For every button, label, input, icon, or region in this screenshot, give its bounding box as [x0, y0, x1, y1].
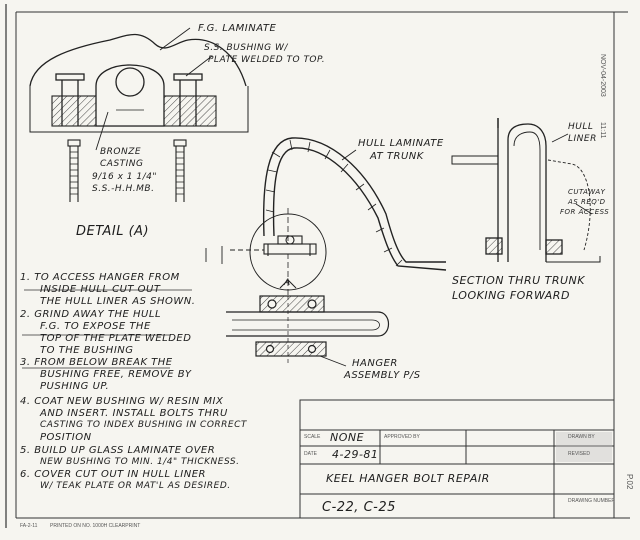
note-line: POSITION [40, 432, 92, 443]
detail-callout-circle [249, 213, 327, 291]
model-numbers: C-22, C-25 [322, 500, 396, 515]
note-line: CASTING TO INDEX BUSHING IN CORRECT [40, 420, 247, 430]
note-line: 3. FROM BELOW BREAK THE [20, 357, 173, 368]
section-label-line2: LOOKING FORWARD [452, 289, 570, 302]
loose-bolts [67, 139, 187, 202]
cutaway-label-line1: CUTAWAY [568, 188, 606, 196]
fax-time: 11:11 [599, 122, 606, 139]
ss-bushing-label-line1: S.S. BUSHING W/ [204, 43, 288, 53]
hull-liner-label-line2: LINER [568, 134, 597, 144]
hanger-label-line1: HANGER [352, 358, 398, 369]
note-line: 2. GRIND AWAY THE HULL [20, 309, 162, 320]
revised-label: REVISED [568, 451, 590, 457]
bolt-spec-line2: S.S.-H.H.MB. [92, 184, 155, 194]
note-line: 5. BUILD UP GLASS LAMINATE OVER [20, 445, 216, 456]
bronze-label: BRONZE [100, 147, 142, 157]
note-line: F.G. TO EXPOSE THE [40, 321, 151, 332]
note-line: 1. TO ACCESS HANGER FROM [20, 272, 180, 283]
note-line: TO THE BUSHING [40, 345, 134, 356]
cutaway-label-line3: FOR ACCESS [560, 208, 610, 216]
approved-label: APPROVED BY [384, 434, 420, 440]
detail-a-drawing [29, 27, 249, 151]
date-value: 4-29-81 [332, 448, 379, 461]
footer-printed: PRINTED ON NO. 1000H CLEARPRINT [50, 523, 141, 529]
hanger-label-line2: ASSEMBLY P/S [344, 370, 421, 381]
drawing-title: KEEL HANGER BOLT REPAIR [326, 472, 490, 485]
hull-liner-label-line1: HULL [568, 122, 594, 132]
title-block-frame [299, 399, 615, 519]
bolt-spec-line1: 9/16 x 1 1/4" [92, 172, 157, 182]
note-line: INSIDE HULL CUT OUT [40, 284, 161, 295]
a-marker: A [284, 278, 291, 288]
note-line: W/ TEAK PLATE OR MAT'L AS DESIRED. [40, 481, 231, 491]
note-line: TOP OF THE PLATE WELDED [40, 333, 192, 344]
note-line: THE HULL LINER AS SHOWN. [40, 296, 196, 307]
hanger-assembly-drawing [226, 279, 390, 367]
hull-laminate-label-line1: HULL LAMINATE [358, 138, 444, 149]
drawn-label: DRAWN BY [568, 434, 595, 440]
section-label-line1: SECTION THRU TRUNK [452, 274, 585, 287]
fg-laminate-label: F.G. LAMINATE [198, 23, 277, 34]
casting-label: CASTING [100, 159, 144, 169]
drawing-number-label: DRAWING NUMBER [568, 498, 616, 504]
scale-label: SCALE [304, 434, 321, 440]
section-thru-trunk [451, 118, 601, 263]
detail-a-label: DETAIL (A) [76, 224, 150, 239]
ss-bushing-label-line2: PLATE WELDED TO TOP. [208, 55, 326, 65]
cutaway-label-line2: AS REQ'D [568, 198, 606, 206]
scale-value: NONE [330, 431, 365, 444]
fax-date: NOV-04-2003 [599, 54, 606, 97]
note-line: NEW BUSHING TO MIN. 1/4" THICKNESS. [40, 457, 240, 467]
note-underlines [22, 289, 192, 369]
page-marker: P.02 [625, 474, 634, 490]
footer-code: FA-2-11 [20, 523, 38, 529]
note-line: AND INSERT. INSTALL BOLTS THRU [40, 408, 228, 419]
note-line: BUSHING FREE, REMOVE BY [40, 369, 192, 380]
note-line: 6. COVER CUT OUT IN HULL LINER [20, 469, 206, 480]
note-line: PUSHING UP. [40, 381, 110, 392]
hull-laminate-label-line2: AT TRUNK [370, 151, 424, 162]
hull-trunk-profile [205, 137, 447, 296]
note-line: 4. COAT NEW BUSHING W/ RESIN MIX [20, 396, 224, 407]
date-label: DATE [304, 451, 317, 457]
